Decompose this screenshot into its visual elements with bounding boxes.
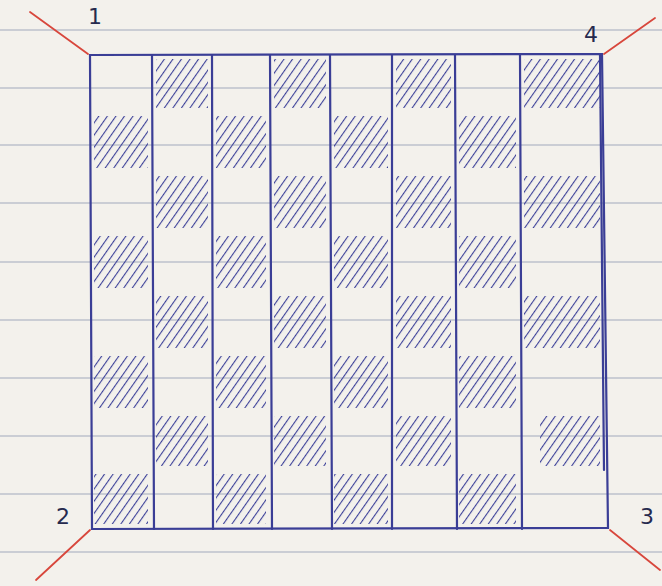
hatched-cells <box>94 59 600 524</box>
corner-number: 2 <box>56 506 70 528</box>
corner-number: 4 <box>584 24 598 46</box>
corner-number: 3 <box>640 506 654 528</box>
ruled-lines <box>0 30 662 552</box>
grid-lines <box>90 54 608 529</box>
corner-strings <box>30 12 660 580</box>
corner-number: 1 <box>88 6 102 28</box>
